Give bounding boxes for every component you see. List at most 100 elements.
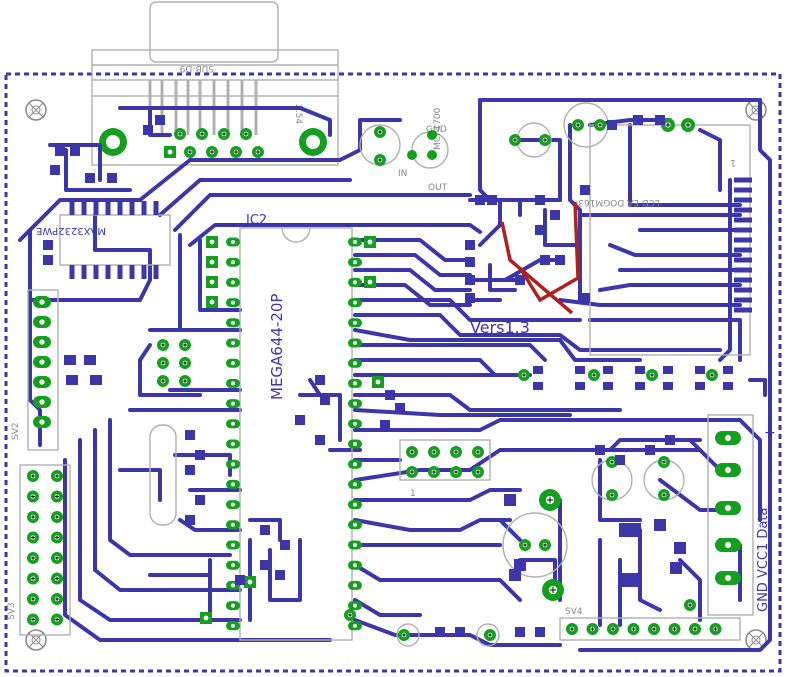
resistor-pad xyxy=(695,382,705,390)
smd-pad xyxy=(275,570,285,580)
lcd-pad xyxy=(734,227,752,233)
sv3-pads xyxy=(27,470,63,626)
smd-pad xyxy=(475,195,485,205)
resistor-pad xyxy=(723,382,733,390)
sv4-pads xyxy=(566,623,722,635)
power-connector: GND VCC1 Data + xyxy=(707,414,776,616)
resistor-pad xyxy=(533,382,543,390)
resistor-pad xyxy=(635,366,645,374)
ic2-name: IC2 xyxy=(246,213,267,228)
lcd-pad xyxy=(734,267,752,273)
lcd-pad xyxy=(734,217,752,223)
smd-pad xyxy=(315,435,325,445)
smd-pad xyxy=(465,275,475,285)
jumper-pads xyxy=(200,236,384,624)
lcd-pad xyxy=(734,247,752,253)
resistor-row xyxy=(533,366,733,390)
smd-pad xyxy=(90,375,102,385)
ic1-pad xyxy=(129,265,135,279)
sv3-connector: SV3 xyxy=(7,464,71,636)
lcd-pad xyxy=(734,197,752,203)
reg-out-label: OUT xyxy=(428,183,448,193)
smd-pad xyxy=(465,240,475,250)
smd-pad xyxy=(235,575,245,585)
smd-pad xyxy=(64,355,76,365)
smd-pad xyxy=(185,465,195,475)
sub-d-pitch: 2.54 xyxy=(293,104,303,124)
lcd-pad xyxy=(734,177,752,183)
smd-pad xyxy=(195,450,205,460)
smd-pad xyxy=(619,523,641,537)
smd-pad xyxy=(320,395,330,405)
reg-gnd-label: GND xyxy=(426,125,447,135)
ic1-pad xyxy=(105,201,111,215)
smd-pad xyxy=(380,420,390,430)
plus-label: + xyxy=(764,425,776,441)
smd-pad xyxy=(435,627,445,637)
smd-pad xyxy=(84,355,96,365)
smd-pad xyxy=(50,165,60,175)
ic1-pad xyxy=(81,201,87,215)
resistor-pad xyxy=(533,366,543,374)
smd-pad xyxy=(595,445,605,455)
smd-pad xyxy=(315,375,325,385)
ic1-pad xyxy=(141,265,147,279)
lcd-pad xyxy=(734,187,752,193)
sv4-label: SV4 xyxy=(565,607,583,617)
smd-pad xyxy=(665,435,675,445)
smd-pad xyxy=(107,173,117,183)
smd-pad xyxy=(195,495,205,505)
lcd-pad xyxy=(734,277,752,283)
smd-pad xyxy=(515,627,525,637)
misc-pads xyxy=(344,118,718,641)
smd-pad xyxy=(185,515,195,525)
smd-pad xyxy=(674,542,686,554)
version-label: Vers1.3 xyxy=(470,318,530,337)
ic1-pad xyxy=(117,265,123,279)
lcd-pad xyxy=(734,287,752,293)
ic1-pad xyxy=(93,265,99,279)
smd-pad xyxy=(619,573,641,587)
regulator-mcp1700: MCP1700 IN OUT GND xyxy=(398,107,449,193)
lcd-pad xyxy=(734,207,752,213)
regulator-name: MCP1700 xyxy=(433,107,443,150)
smd-pad xyxy=(535,627,545,637)
ic1-pad xyxy=(105,265,111,279)
resistor-pad xyxy=(635,382,645,390)
smd-pad xyxy=(580,185,590,195)
smd-pad xyxy=(295,415,305,425)
smd-pad xyxy=(633,115,643,125)
lcd-pad xyxy=(734,237,752,243)
smd-pad xyxy=(515,275,525,285)
ic1-max3232: MAX3232PWE xyxy=(36,214,171,266)
sub-d-pads xyxy=(164,128,264,158)
sv3-label: SV3 xyxy=(7,602,17,620)
resistor-pad xyxy=(575,366,585,374)
sv-left-pads xyxy=(33,296,51,428)
lcd-pad xyxy=(734,307,752,313)
smd-pad xyxy=(535,225,545,235)
smd-pad xyxy=(487,195,497,205)
ic1-pad xyxy=(129,201,135,215)
ic1-pad xyxy=(153,201,159,215)
smd-pad xyxy=(580,293,590,303)
smd-pad xyxy=(280,540,290,550)
smd-pad xyxy=(66,375,78,385)
sv6-pads xyxy=(406,446,484,478)
smd-pad xyxy=(155,115,165,125)
reg-in-label: IN xyxy=(398,169,407,179)
smd-pad xyxy=(504,494,516,506)
crystal-q1 xyxy=(149,424,177,526)
copper-traces xyxy=(18,98,772,652)
resistor-pad xyxy=(723,366,733,374)
sv6-connector: 1 xyxy=(399,439,491,499)
smd-pad xyxy=(540,255,550,265)
ic1-pads xyxy=(69,201,159,279)
resistor-pad xyxy=(603,366,613,374)
smd-pad xyxy=(655,115,665,125)
smd-pad xyxy=(260,525,270,535)
smd-pad xyxy=(85,173,95,183)
smd-pad xyxy=(607,120,617,130)
ic1-pad xyxy=(141,201,147,215)
